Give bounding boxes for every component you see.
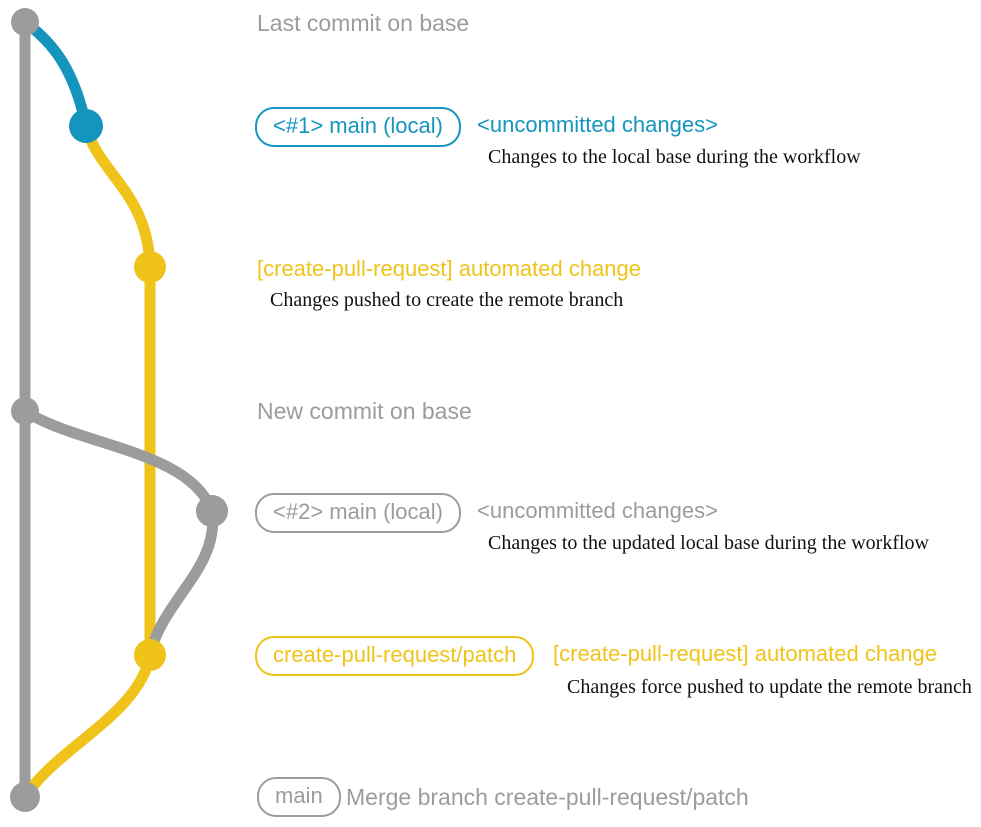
commit-node-local-main-2 xyxy=(196,495,228,527)
note-new-commit-on-base: New commit on base xyxy=(257,398,472,424)
local-main-branch-line-1 xyxy=(19,16,92,132)
local-main-branch-line-2 xyxy=(19,405,218,517)
note-automated-change-1: [create-pull-request] automated change xyxy=(257,256,642,281)
branch-label-main-local-1: <#1> main (local) xyxy=(255,107,461,148)
branch-label-main-local-2: <#2> main (local) xyxy=(255,493,461,534)
note-uncommitted-changes-1: <uncommitted changes> xyxy=(477,112,718,137)
commit-node-last-base xyxy=(11,8,39,36)
commit-node-push xyxy=(134,251,166,283)
note-automated-change-2: [create-pull-request] automated change xyxy=(553,641,938,666)
commit-node-force-push xyxy=(134,639,166,671)
desc-uncommitted-changes-1: Changes to the local base during the wor… xyxy=(488,146,861,168)
desc-automated-change-1: Changes pushed to create the remote bran… xyxy=(270,289,624,311)
note-last-commit-on-base: Last commit on base xyxy=(257,10,470,36)
commit-node-local-main-1 xyxy=(69,109,103,143)
note-uncommitted-changes-2: <uncommitted changes> xyxy=(477,498,718,523)
desc-automated-change-2: Changes force pushed to update the remot… xyxy=(567,676,972,698)
rebase-curve xyxy=(144,505,219,661)
branch-label-patch: create-pull-request/patch xyxy=(255,636,535,677)
note-merge-branch: Merge branch create-pull-request/patch xyxy=(346,784,749,810)
desc-uncommitted-changes-2: Changes to the updated local base during… xyxy=(488,532,929,554)
branch-label-main-merge: main xyxy=(257,777,341,818)
commit-node-merge xyxy=(10,782,40,812)
patch-branch-curve-1 xyxy=(80,120,156,273)
commit-node-new-base xyxy=(11,397,39,425)
merge-curve xyxy=(19,649,156,803)
